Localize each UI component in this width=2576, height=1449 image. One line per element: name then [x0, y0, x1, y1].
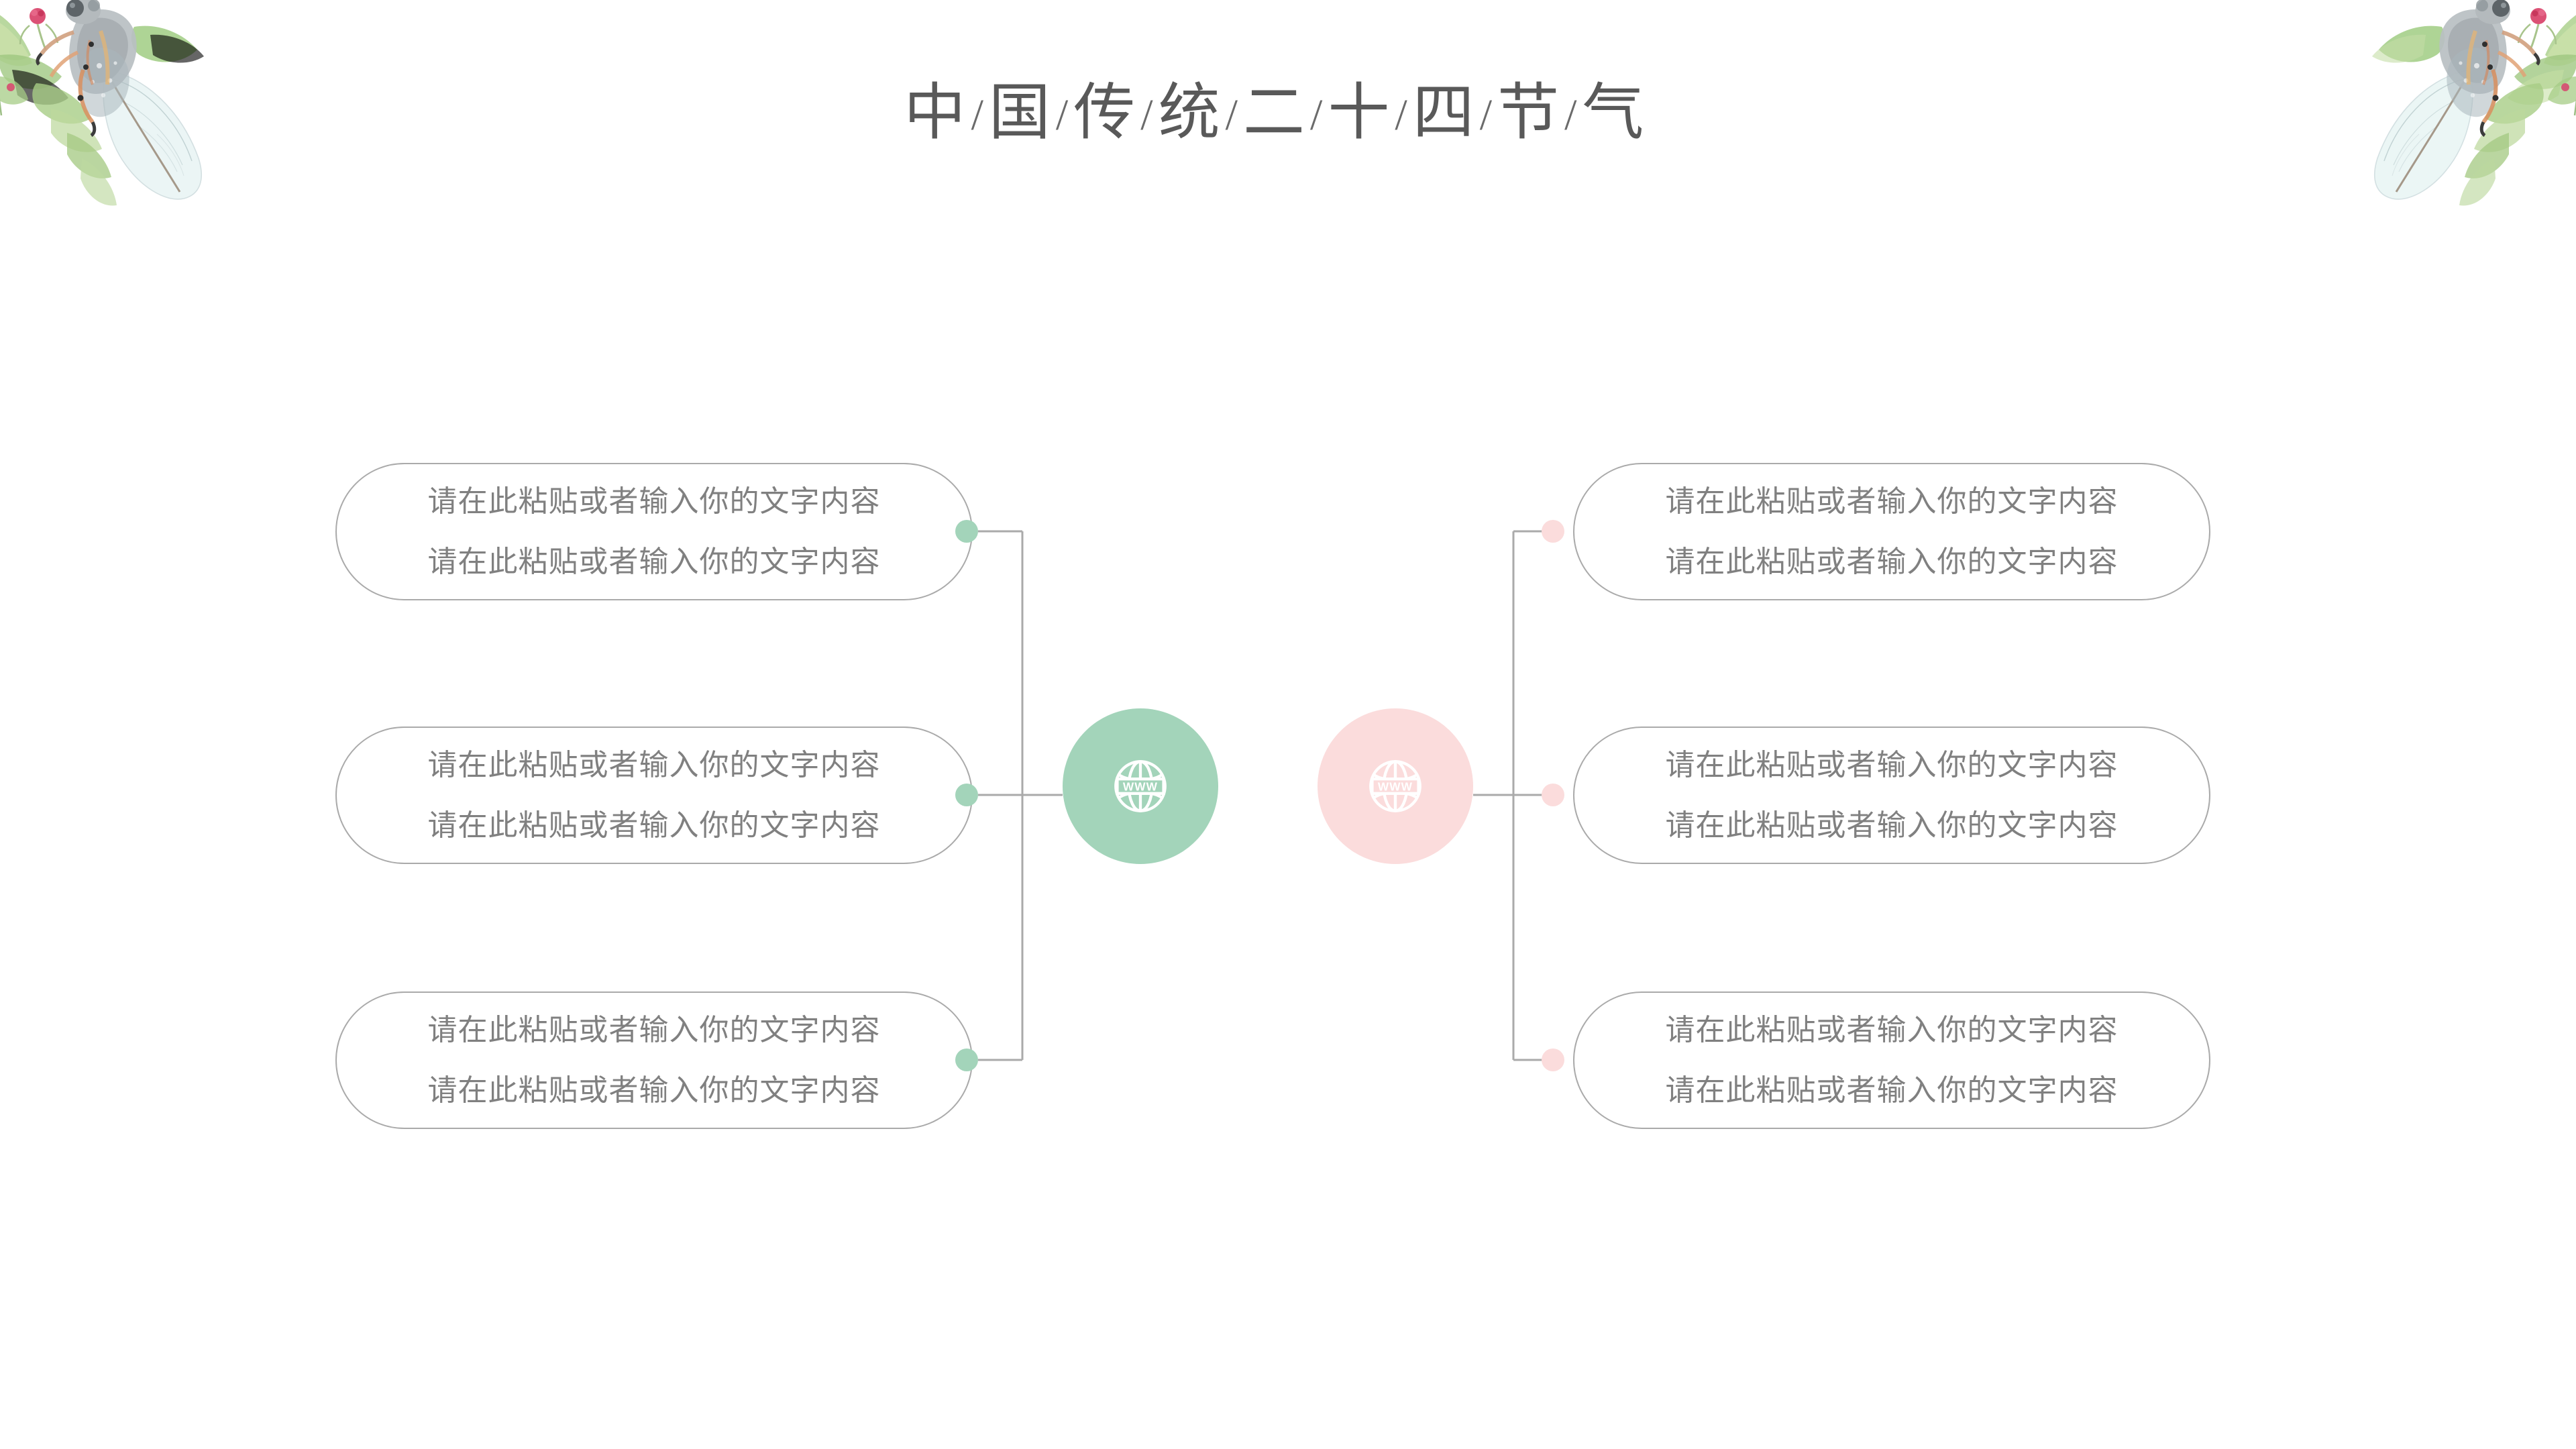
text-line: 请在此粘贴或者输入你的文字内容	[1665, 484, 2118, 518]
text-line: 请在此粘贴或者输入你的文字内容	[1665, 748, 2118, 782]
text-line: 请在此粘贴或者输入你的文字内容	[1665, 808, 2118, 842]
title-char-2: 传	[1073, 78, 1137, 147]
text-box-left-2[interactable]: 请在此粘贴或者输入你的文字内容 请在此粘贴或者输入你的文字内容	[335, 727, 973, 864]
page-title: 中/国/传/统/二/十/四/节/气	[0, 72, 2549, 160]
node-dot-left-3	[955, 1049, 978, 1071]
text-box-right-1[interactable]: 请在此粘贴或者输入你的文字内容 请在此粘贴或者输入你的文字内容	[1573, 463, 2210, 600]
node-dot-left-2	[955, 784, 978, 806]
text-line: 请在此粘贴或者输入你的文字内容	[427, 808, 881, 842]
title-separator: /	[1479, 91, 1494, 140]
text-line: 请在此粘贴或者输入你的文字内容	[427, 748, 881, 782]
title-char-0: 中	[904, 78, 967, 147]
text-line: 请在此粘贴或者输入你的文字内容	[1665, 1013, 2118, 1046]
text-box-left-1[interactable]: 请在此粘贴或者输入你的文字内容 请在此粘贴或者输入你的文字内容	[335, 463, 973, 600]
svg-text:WWW: WWW	[1123, 780, 1158, 793]
text-line: 请在此粘贴或者输入你的文字内容	[1665, 1073, 2118, 1107]
title-separator: /	[1564, 91, 1578, 140]
hub-circle-green[interactable]: WWW	[1063, 708, 1218, 864]
node-dot-right-2	[1542, 784, 1564, 806]
node-dot-right-1	[1542, 520, 1564, 543]
title-separator: /	[1055, 91, 1070, 140]
globe-www-icon: WWW	[1114, 760, 1167, 812]
text-line: 请在此粘贴或者输入你的文字内容	[427, 1013, 881, 1046]
globe-www-icon: WWW	[1369, 760, 1421, 812]
text-line: 请在此粘贴或者输入你的文字内容	[427, 545, 881, 578]
text-box-right-3[interactable]: 请在此粘贴或者输入你的文字内容 请在此粘贴或者输入你的文字内容	[1573, 991, 2210, 1129]
hub-circle-pink[interactable]: WWW	[1318, 708, 1473, 864]
title-char-8: 气	[1582, 78, 1646, 147]
title-separator: /	[1395, 91, 1409, 140]
title-separator: /	[971, 91, 985, 140]
title-char-7: 节	[1497, 78, 1561, 147]
text-line: 请在此粘贴或者输入你的文字内容	[427, 484, 881, 518]
title-char-1: 国	[988, 78, 1052, 147]
title-char-3: 统	[1158, 78, 1222, 147]
text-box-left-3[interactable]: 请在此粘贴或者输入你的文字内容 请在此粘贴或者输入你的文字内容	[335, 991, 973, 1129]
text-line: 请在此粘贴或者输入你的文字内容	[427, 1073, 881, 1107]
title-separator: /	[1225, 91, 1239, 140]
title-char-4: 二	[1242, 78, 1306, 147]
title-char-6: 四	[1412, 78, 1476, 147]
title-separator: /	[1140, 91, 1155, 140]
node-dot-left-1	[955, 520, 978, 543]
text-line: 请在此粘贴或者输入你的文字内容	[1665, 545, 2118, 578]
svg-text:WWW: WWW	[1378, 780, 1413, 793]
title-separator: /	[1310, 91, 1324, 140]
text-box-right-2[interactable]: 请在此粘贴或者输入你的文字内容 请在此粘贴或者输入你的文字内容	[1573, 727, 2210, 864]
title-char-5: 十	[1328, 78, 1391, 147]
node-dot-right-3	[1542, 1049, 1564, 1071]
